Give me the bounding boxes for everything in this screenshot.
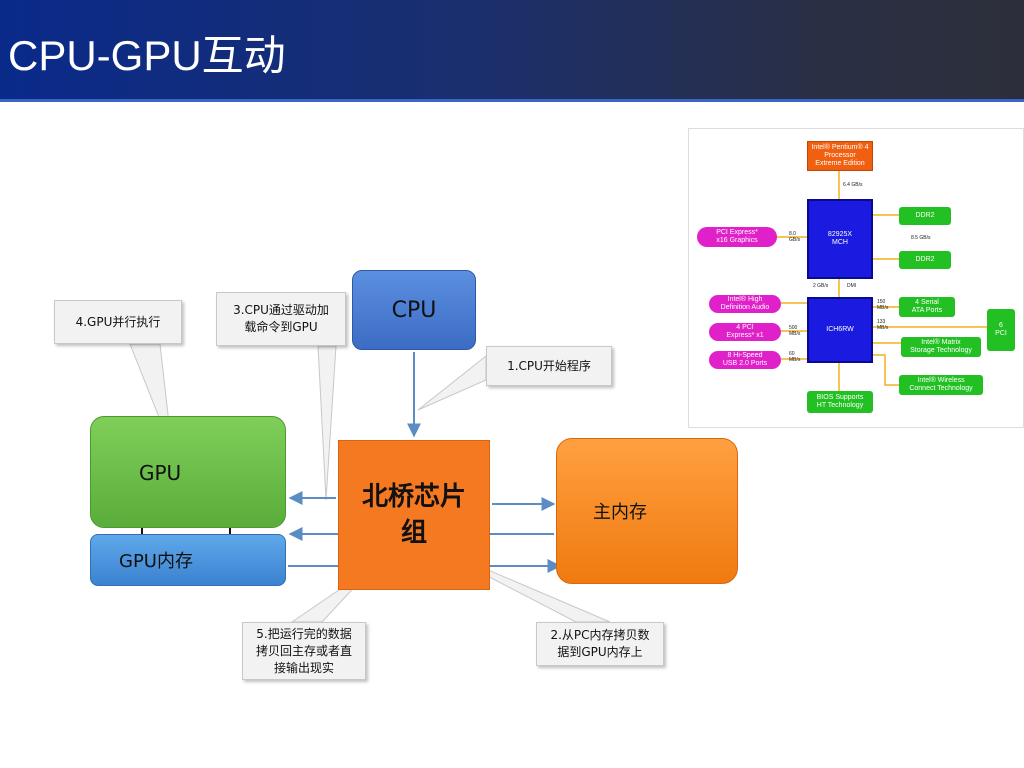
- northbridge-label-line1: 北桥芯片: [361, 482, 466, 512]
- inset-sata-bw-line2: MB/s: [877, 305, 889, 311]
- callout-step2-line1: 2.从PC内存拷贝数: [550, 628, 650, 642]
- inset-pci-bw-line1: 133: [877, 319, 886, 325]
- inset-pcie-x1-line2: Express* x1: [726, 332, 764, 339]
- callout-step2-line2: 据到GPU内存上: [557, 645, 643, 659]
- callout-step3-line1: 3.CPU通过驱动加: [233, 303, 329, 317]
- inset-fsb-label: 6.4 GB/s: [843, 182, 863, 188]
- slide-title: CPU-GPU互动: [8, 32, 286, 79]
- callout-step4: 4.GPU并行执行: [54, 300, 182, 344]
- title-bar: CPU-GPU互动: [0, 0, 1024, 102]
- inset-matrix-line2: Storage Technology: [910, 347, 972, 354]
- cpu-label: CPU: [391, 297, 437, 323]
- inset-mch-line2: MCH: [832, 239, 848, 246]
- inset-ich-label: ICH6RW: [826, 326, 854, 333]
- inset-pcie-x1-line1: 4 PCI: [736, 324, 754, 331]
- inset-audio-line1: Intel® High: [727, 296, 763, 303]
- chipset-connectors: [777, 171, 987, 391]
- inset-mch-line1: 82925X: [827, 231, 853, 238]
- inset-ddr2-a-label: DDR2: [915, 212, 935, 219]
- inset-cpu-line2: Processor: [824, 152, 856, 159]
- inset-ddr2-b-label: DDR2: [915, 256, 935, 263]
- callout-step5-line3: 接输出现实: [273, 660, 334, 675]
- inset-ich-box: ICH6RW: [807, 297, 873, 363]
- callout-step3: 3.CPU通过驱动加载命令到GPU: [216, 292, 346, 346]
- gpu-memory-box: GPU内存: [90, 534, 286, 586]
- callout-step2: 2.从PC内存拷贝数据到GPU内存上: [536, 622, 664, 666]
- inset-ddr2-a-box: DDR2: [899, 207, 951, 225]
- inset-wireless-line1: Intel® Wireless: [917, 377, 965, 384]
- inset-sata-bw-line1: 150: [877, 299, 886, 305]
- main-memory-label: 主内存: [593, 502, 647, 523]
- inset-dmi-bw-label: 2 GB/s: [813, 283, 829, 289]
- inset-sata-line1: 4 Serial: [915, 299, 939, 306]
- inset-ddr-bw-label: 8.5 GB/s: [911, 235, 931, 241]
- inset-matrix-line1: Intel® Matrix: [921, 339, 961, 346]
- callout-step4-text: 4.GPU并行执行: [75, 314, 161, 329]
- inset-bios-line2: HT Technology: [816, 402, 864, 409]
- callout-step5: 5.把运行完的数据拷贝回主存或者直接输出现实: [242, 622, 366, 680]
- inset-pcie-bw-line1: 8.0: [789, 231, 796, 237]
- inset-pcie-x16-box: PCI Express*x16 Graphics: [697, 227, 777, 247]
- cpu-box: CPU: [352, 270, 476, 350]
- title-underline: [0, 99, 1024, 102]
- inset-pcie-bw-line2: GB/s: [789, 237, 801, 243]
- inset-usb-bw-line1: 60: [789, 351, 795, 357]
- gpu-label: GPU: [139, 461, 182, 485]
- callout-step1: 1.CPU开始程序: [486, 346, 612, 386]
- callout-step3-line2: 载命令到GPU: [244, 320, 318, 334]
- inset-pcie-x1-bw-line2: MB/s: [789, 331, 801, 337]
- inset-pci-line2: PCI: [995, 330, 1007, 337]
- inset-usb-line1: 8 Hi-Speed: [727, 352, 763, 359]
- inset-pci-line1: 6: [999, 322, 1003, 329]
- northbridge-box: 北桥芯片组: [338, 440, 490, 590]
- callout-step1-text: 1.CPU开始程序: [507, 358, 591, 373]
- main-memory-box: 主内存: [556, 438, 738, 584]
- callout-step5-line2: 拷贝回主存或者直: [255, 643, 352, 658]
- inset-sata-line2: ATA Ports: [911, 307, 943, 314]
- callout-tail-step3: [317, 345, 337, 501]
- inset-dmi-label: DMI: [847, 283, 857, 289]
- callout-step5-line1: 5.把运行完的数据: [256, 626, 352, 641]
- inset-cpu-line3: Extreme Edition: [815, 160, 865, 167]
- inset-wireless-line2: Connect Technology: [909, 385, 973, 392]
- callout-tail-step1: [417, 354, 487, 411]
- inset-cpu-line1: Intel® Pentium® 4: [811, 144, 869, 151]
- inset-pcie-x1-bw-line1: 500: [789, 325, 798, 331]
- inset-usb-line2: USB 2.0 Ports: [722, 360, 768, 367]
- inset-pci-bw-line2: MB/s: [877, 325, 889, 331]
- inset-audio-line2: Definition Audio: [720, 304, 770, 311]
- inset-bios-line1: BIOS Supports: [816, 394, 864, 401]
- gpu-box: GPU: [90, 416, 286, 528]
- inset-usb-bw-line2: MB/s: [789, 357, 801, 363]
- gpu-memory-label: GPU内存: [119, 551, 193, 572]
- inset-ddr2-b-box: DDR2: [899, 251, 951, 269]
- inset-pcie-x16-line2: x16 Graphics: [716, 237, 758, 244]
- northbridge-label-line2: 组: [400, 518, 427, 548]
- inset-pcie-x16-line1: PCI Express*: [716, 229, 758, 236]
